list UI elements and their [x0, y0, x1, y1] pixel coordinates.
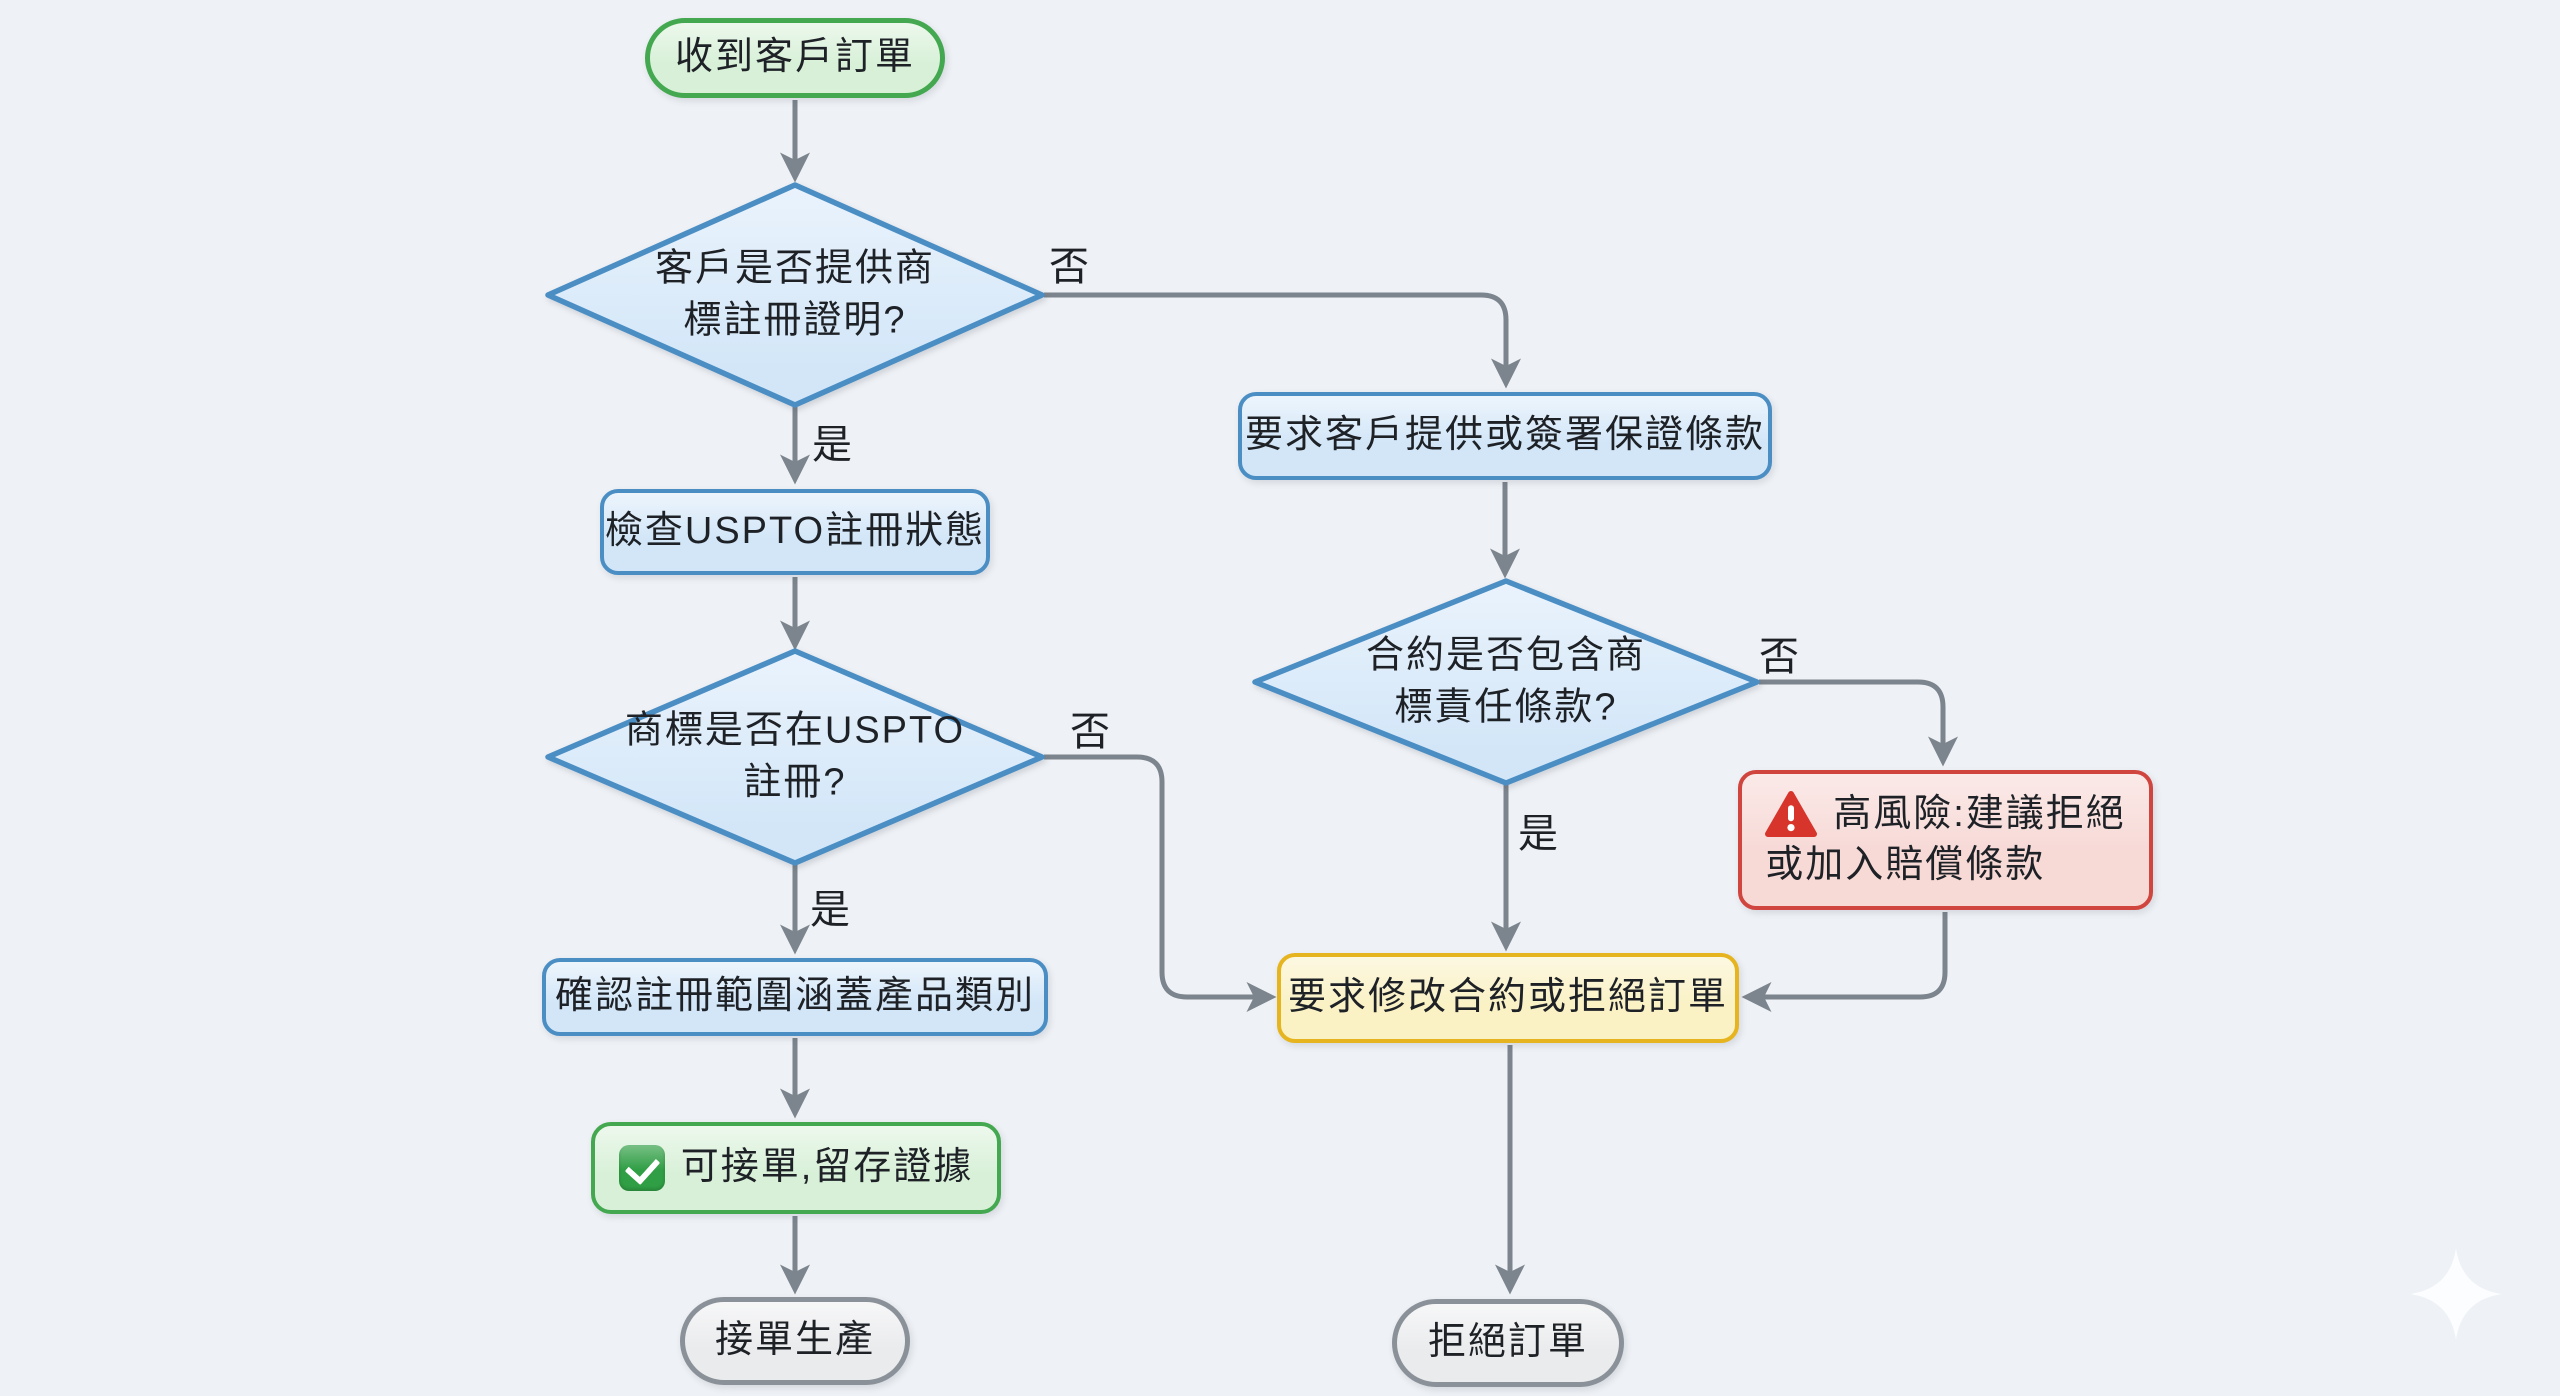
node-accept-order: 可接單,留存證據: [591, 1122, 1001, 1214]
decision-liability-clause-shape: [1252, 578, 1760, 786]
edge-liability-no: [1759, 679, 1958, 767]
decision-liability-clause: 合約是否包含商 標責任條款?: [1366, 630, 1646, 735]
decision-uspto-registered-shape: [545, 648, 1045, 866]
edge-proof-no: [1044, 292, 1521, 389]
edge-label-uspto-no: 否: [1070, 710, 1110, 754]
edge-uspto-no: [1044, 754, 1277, 1012]
decision-uspto-registered-line1: 商標是否在USPTO: [624, 709, 966, 752]
edge-label-liability-yes: 是: [1518, 812, 1558, 856]
node-reject-label: 拒絕訂單: [1427, 1321, 1588, 1364]
node-confirm-scope: 確認註冊範圍涵蓋產品類別: [542, 958, 1048, 1036]
edge-label-liability-no: 否: [1759, 635, 1799, 679]
decision-uspto-registered-line2: 註冊?: [743, 762, 847, 804]
node-modify-or-reject-label: 要求修改合約或拒絕訂單: [1287, 976, 1728, 1019]
decision-uspto-registered: 商標是否在USPTO 註冊?: [625, 705, 965, 810]
node-start: 收到客戶訂單: [645, 18, 945, 98]
decision-liability-clause-line1: 合約是否包含商: [1365, 634, 1647, 677]
sparkle-watermark-icon: [2410, 1248, 2502, 1340]
node-reject: 拒絕訂單: [1392, 1299, 1624, 1387]
high-risk-text: 高風險:建議拒絕 或加入賠償條款: [1765, 789, 2126, 892]
node-start-label: 收到客戶訂單: [674, 36, 915, 79]
edge-label-proof-no: 否: [1049, 245, 1089, 289]
decision-trademark-proof-shape: [545, 182, 1045, 408]
node-guarantee-clause-label: 要求客戶提供或簽署保證條款: [1244, 414, 1765, 457]
node-high-risk-line1: 高風險:建議拒絕: [1833, 792, 2126, 835]
edge-label-uspto-yes: 是: [810, 888, 850, 932]
decision-liability-clause-line2: 標責任條款?: [1394, 687, 1618, 729]
node-confirm-scope-label: 確認註冊範圍涵蓋產品類別: [554, 975, 1035, 1018]
edge-risk-to-modify: [1741, 912, 1948, 1012]
decision-trademark-proof-line2: 標註冊證明?: [683, 300, 907, 342]
node-check-uspto-label: 檢查USPTO註冊狀態: [604, 510, 986, 553]
node-accept-order-label: 可接單,留存證據: [680, 1146, 974, 1189]
decision-trademark-proof: 客戶是否提供商 標註冊證明?: [655, 243, 935, 348]
node-produce-label: 接單生產: [714, 1319, 875, 1362]
node-modify-or-reject: 要求修改合約或拒絕訂單: [1277, 953, 1739, 1043]
warning-icon: [1765, 791, 1818, 838]
check-icon: [618, 1145, 665, 1191]
node-check-uspto: 檢查USPTO註冊狀態: [600, 489, 990, 575]
node-high-risk: 高風險:建議拒絕 或加入賠償條款: [1738, 770, 2153, 910]
node-guarantee-clause: 要求客戶提供或簽署保證條款: [1238, 392, 1772, 480]
node-produce: 接單生產: [680, 1297, 910, 1385]
node-high-risk-line2: 或加入賠償條款: [1765, 844, 2046, 886]
edge-label-proof-yes: 是: [812, 423, 852, 467]
high-risk-line1-wrap: 高風險:建議拒絕: [1765, 789, 2126, 840]
decision-trademark-proof-line1: 客戶是否提供商: [654, 247, 936, 290]
